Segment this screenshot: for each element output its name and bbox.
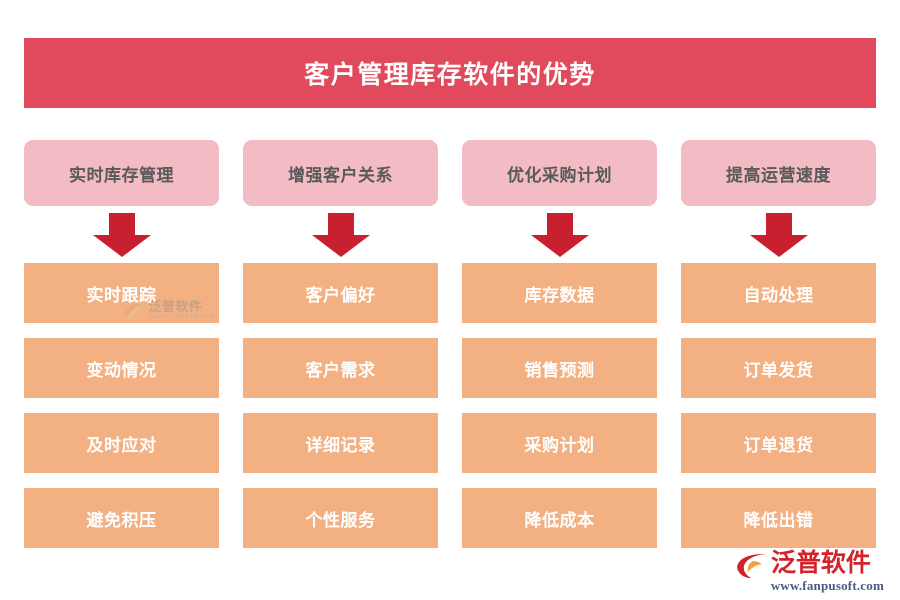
brand-url: www.fanpusoft.com — [770, 578, 884, 593]
watermark-name-cn: 泛普软件 — [148, 299, 203, 314]
column-header-label-4: 提高运营速度 — [726, 165, 831, 185]
item-box[interactable]: 降低成本 — [462, 488, 657, 548]
item-box[interactable]: 个性服务 — [243, 488, 438, 548]
item-label: 避免积压 — [86, 510, 157, 530]
item-box[interactable]: 变动情况 — [24, 338, 219, 398]
item-box[interactable]: 销售预测 — [462, 338, 657, 398]
brand-logo: 泛普软件 www.fanpusoft.com — [736, 549, 884, 593]
items-list-4: 自动处理 订单发货 订单退货 降低出错 — [681, 263, 876, 548]
item-box[interactable]: 避免积压 — [24, 488, 219, 548]
item-label: 降低成本 — [524, 510, 595, 530]
item-label: 采购计划 — [524, 435, 595, 455]
item-box[interactable]: 采购计划 — [462, 413, 657, 473]
item-label: 订单退货 — [743, 435, 814, 455]
watermark-text: 泛普软件 FANPU SOFTWARE — [148, 300, 215, 321]
item-label: 销售预测 — [524, 360, 595, 380]
items-list-1: 实时跟踪 泛普软件 FANPU SOFTWARE 变动情况 — [24, 263, 219, 548]
column-header-label-2: 增强客户关系 — [288, 165, 393, 185]
item-box[interactable]: 库存数据 — [462, 263, 657, 323]
down-arrow-icon — [530, 212, 589, 257]
column-3: 优化采购计划 库存数据 销售预测 采购计划 降低成本 — [462, 140, 657, 548]
column-header-3[interactable]: 优化采购计划 — [462, 140, 657, 206]
item-label: 实时跟踪 — [86, 285, 157, 305]
brand-text: 泛普软件 www.fanpusoft.com — [770, 549, 884, 593]
item-label: 变动情况 — [86, 360, 157, 380]
item-label: 订单发货 — [743, 360, 814, 380]
down-arrow-icon — [749, 212, 808, 257]
item-box[interactable]: 订单发货 — [681, 338, 876, 398]
item-label: 详细记录 — [305, 435, 376, 455]
column-header-label-1: 实时库存管理 — [69, 165, 174, 185]
item-box[interactable]: 客户偏好 — [243, 263, 438, 323]
column-header-1[interactable]: 实时库存管理 — [24, 140, 219, 206]
item-box[interactable]: 及时应对 — [24, 413, 219, 473]
arrow-wrap-4 — [681, 206, 876, 263]
item-label: 客户偏好 — [305, 285, 376, 305]
item-box[interactable]: 订单退货 — [681, 413, 876, 473]
item-label: 降低出错 — [743, 510, 814, 530]
item-label: 自动处理 — [743, 285, 814, 305]
item-box[interactable]: 客户需求 — [243, 338, 438, 398]
item-label: 库存数据 — [524, 285, 595, 305]
page-title: 客户管理库存软件的优势 — [304, 61, 596, 89]
arrow-wrap-2 — [243, 206, 438, 263]
item-box[interactable]: 自动处理 — [681, 263, 876, 323]
column-4: 提高运营速度 自动处理 订单发货 订单退货 降低出错 — [681, 140, 876, 548]
item-label: 个性服务 — [305, 510, 376, 530]
items-list-3: 库存数据 销售预测 采购计划 降低成本 — [462, 263, 657, 548]
item-box[interactable]: 降低出错 — [681, 488, 876, 548]
column-header-4[interactable]: 提高运营速度 — [681, 140, 876, 206]
item-box[interactable]: 实时跟踪 泛普软件 FANPU SOFTWARE — [24, 263, 219, 323]
watermark-name-en: FANPU SOFTWARE — [148, 315, 215, 321]
down-arrow-icon — [311, 212, 370, 257]
fanpu-swoosh-icon — [736, 554, 766, 578]
down-arrow-icon — [92, 212, 151, 257]
arrow-wrap-1 — [24, 206, 219, 263]
column-1: 实时库存管理 实时跟踪 泛普软件 — [24, 140, 219, 548]
title-banner: 客户管理库存软件的优势 — [24, 38, 876, 108]
column-2: 增强客户关系 客户偏好 客户需求 详细记录 个性服务 — [243, 140, 438, 548]
column-header-label-3: 优化采购计划 — [507, 165, 612, 185]
items-list-2: 客户偏好 客户需求 详细记录 个性服务 — [243, 263, 438, 548]
arrow-wrap-3 — [462, 206, 657, 263]
item-box[interactable]: 详细记录 — [243, 413, 438, 473]
column-header-2[interactable]: 增强客户关系 — [243, 140, 438, 206]
item-label: 及时应对 — [86, 435, 157, 455]
brand-name-cn: 泛普软件 — [770, 549, 871, 577]
item-label: 客户需求 — [305, 360, 376, 380]
columns-container: 实时库存管理 实时跟踪 泛普软件 — [24, 140, 876, 548]
